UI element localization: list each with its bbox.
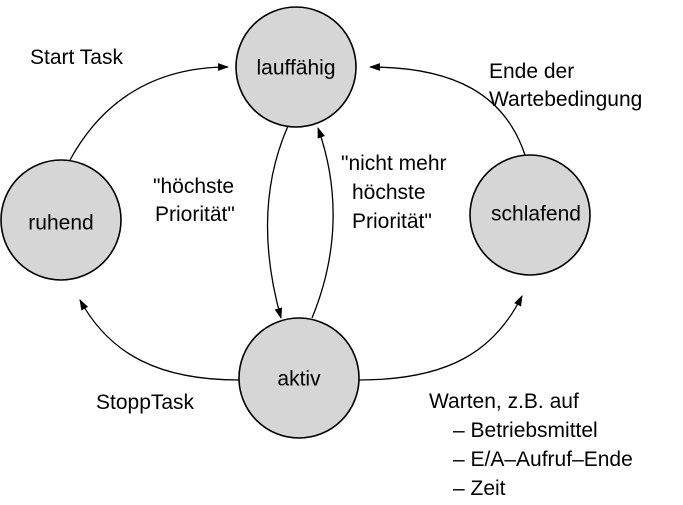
label-warten-item1: – Betriebsmittel [453,419,598,442]
node-schlafend-label: schlafend [491,203,581,226]
node-ruhend-label: ruhend [28,212,93,235]
node-lauffaehig-label: lauffähig [256,57,335,80]
node-schlafend: schlafend [469,154,591,276]
label-wait-end-line1: Ende der [489,60,574,83]
label-warten-item3: – Zeit [453,477,506,500]
edge-highest-priority-arrow [266,125,289,320]
label-highest-line2: Priorität" [155,203,235,226]
node-aktiv-label: aktiv [277,368,321,391]
label-stopp-task: StoppTask [96,391,195,414]
label-highest-line1: "höchste [153,175,234,198]
label-start-task: Start Task [30,46,123,69]
edge-start-task-arrow [69,63,230,161]
label-warten-line1: Warten, z.B. auf [429,390,579,413]
node-lauffaehig: lauffähig [235,6,357,128]
node-aktiv: aktiv [238,317,360,439]
label-not-highest-line2: höchste [352,181,426,204]
label-not-highest-line1: "nicht mehr [341,152,447,175]
edge-not-highest-priority-arrow [311,126,334,319]
label-wait-end-line2: Wartebedingung [489,88,642,111]
label-warten-item2: – E/A–Aufruf–Ende [453,448,633,471]
label-not-highest-line3: Priorität" [352,210,432,233]
node-ruhend: ruhend [0,159,122,281]
edge-warten-arrow [358,295,523,381]
edge-stopp-task-arrow [79,299,240,381]
edge-wait-end-arrow [368,63,526,156]
